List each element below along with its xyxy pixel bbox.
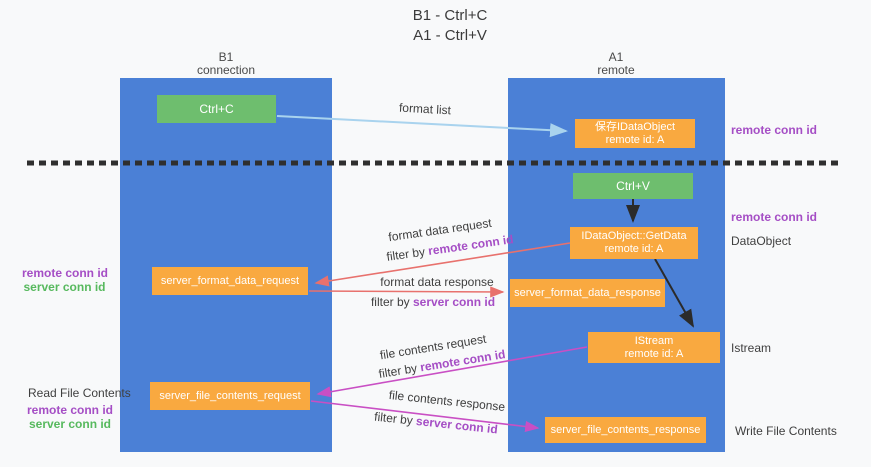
- filter-by-prefix: filter by: [377, 360, 422, 381]
- title-line-1: B1 - Ctrl+C: [412, 7, 488, 24]
- server-conn-id-keyword: server conn id: [412, 295, 496, 309]
- server-file-contents-response-box: server_file_contents_response: [545, 417, 706, 443]
- lane-header-b1: B1 connection: [197, 51, 255, 77]
- server-conn-id-keyword: server conn id: [415, 413, 499, 437]
- server-format-data-request-label: server_format_data_request: [160, 274, 300, 287]
- ctrl-c-label: Ctrl+C: [199, 101, 234, 116]
- format-list-label: format list: [398, 100, 452, 118]
- filter-by-prefix: filter by: [385, 244, 430, 264]
- istream-line1: IStream: [634, 334, 674, 347]
- left-server-conn-id-top: server conn id: [23, 280, 106, 294]
- istream-side-label: Istream: [731, 341, 772, 355]
- format-data-response-label: format data response: [380, 275, 494, 289]
- dataobject-label: DataObject: [731, 234, 792, 248]
- format-data-response-filter-label: filter by server conn id: [371, 295, 495, 309]
- left-remote-conn-id-bottom: remote conn id: [26, 403, 113, 417]
- istream-box: IStream remote id: A: [588, 332, 720, 363]
- server-format-data-response-label: server_format_data_response: [514, 286, 661, 299]
- istream-line2: remote id: A: [624, 347, 684, 360]
- diagram-title: B1 - Ctrl+C A1 - Ctrl+V: [413, 6, 488, 46]
- ctrl-v-label: Ctrl+V: [616, 178, 650, 193]
- file-contents-response-filter-label: filter by server conn id: [374, 410, 499, 437]
- filter-by-prefix: filter by: [370, 295, 413, 309]
- format-data-response-arrow: [308, 286, 505, 298]
- filter-by-prefix: filter by: [373, 409, 417, 428]
- left-server-conn-id-bottom: server conn id: [28, 417, 112, 431]
- right-remote-conn-id-mid: remote conn id: [731, 210, 818, 224]
- save-dataobject-box: 保存IDataObject remote id: A: [575, 119, 695, 148]
- right-remote-conn-id-top: remote conn id: [731, 123, 818, 137]
- save-dataobject-line2: remote id: A: [605, 133, 665, 146]
- getdata-line2: remote id: A: [604, 243, 664, 255]
- read-file-contents-label: Read File Contents: [28, 386, 131, 400]
- getdata-line1: IDataObject::GetData: [581, 230, 687, 242]
- lane-a1-name: A1: [608, 50, 624, 64]
- server-format-data-response-box: server_format_data_response: [510, 279, 665, 307]
- save-dataobject-line1: 保存IDataObject: [594, 120, 676, 133]
- title-line-2: A1 - Ctrl+V: [413, 27, 487, 44]
- server-file-contents-request-label: server_file_contents_request: [159, 389, 301, 402]
- ctrl-v-box: Ctrl+V: [573, 173, 693, 199]
- server-format-data-request-box: server_format_data_request: [152, 267, 308, 295]
- ctrl-c-box: Ctrl+C: [157, 95, 276, 123]
- lane-header-a1: A1 remote: [597, 51, 634, 77]
- lane-a1-subtitle: remote: [597, 63, 635, 77]
- lane-b1-name: B1: [218, 50, 234, 64]
- file-contents-response-label: file contents response: [388, 387, 506, 415]
- server-file-contents-response-label: server_file_contents_response: [550, 423, 701, 436]
- server-file-contents-request-box: server_file_contents_request: [150, 382, 310, 410]
- write-file-contents-label: Write File Contents: [735, 424, 837, 438]
- left-remote-conn-id-top: remote conn id: [22, 266, 109, 280]
- lane-b1-subtitle: connection: [196, 63, 256, 77]
- idataobject-getdata-box: IDataObject::GetData remote id: A: [570, 227, 698, 259]
